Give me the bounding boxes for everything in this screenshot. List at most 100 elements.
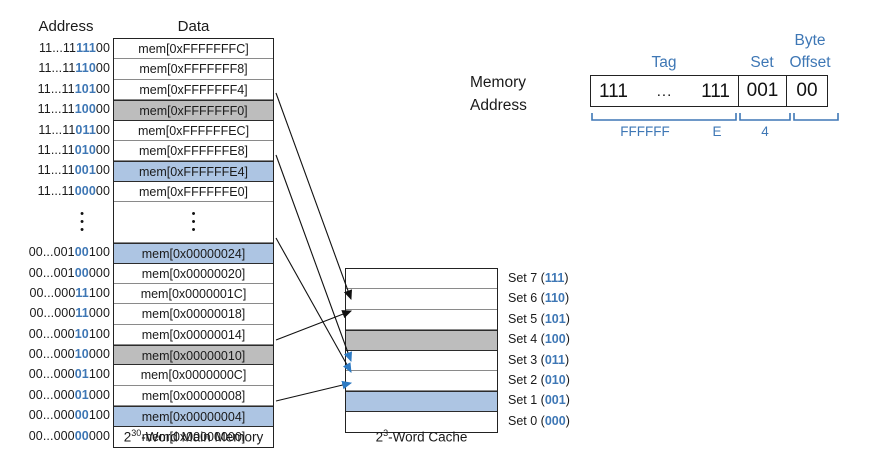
cache-set-label: Set 2 (010) <box>508 370 570 390</box>
set-field-value: 001 <box>739 76 787 106</box>
addr-suffix-bits: 00 <box>95 122 110 137</box>
cache-set-label-close: ) <box>564 271 569 285</box>
addr-prefix-bits: 11...11 <box>39 41 77 55</box>
cache-set-label-bits: 111 <box>544 271 565 285</box>
addr-set-bits: 000 <box>74 183 96 198</box>
cache-set-label-bits: 001 <box>544 393 566 408</box>
memory-address-bits: 11...1111000 <box>22 58 110 78</box>
addr-suffix-bits: 00 <box>95 183 110 198</box>
cache-caption-exponent: 3 <box>383 428 389 438</box>
addr-prefix-bits: 00...000 <box>28 408 75 423</box>
memory-cell: mem[0xFFFFFFF0] <box>114 100 273 121</box>
memory-address-bits: 11...1111100 <box>22 38 110 58</box>
address-field-box: 111 ... 111 001 00 <box>590 75 828 107</box>
memory-address-bits: 00...00010100 <box>22 324 110 344</box>
memory-cell: mem[0xFFFFFFE0] <box>114 181 273 203</box>
tag-field-right-bits: 111 <box>701 80 730 102</box>
cache-caption: 23-Word Cache <box>345 428 498 445</box>
addr-suffix-bits: 00 <box>95 163 110 178</box>
tag-bracket-label: FFFFFF <box>620 124 670 139</box>
main-memory-caption-exponent: 30 <box>131 428 142 438</box>
addr-prefix-bits: 11...11 <box>37 163 75 178</box>
addr-suffix-bits: 100 <box>88 245 110 260</box>
cache-line <box>346 370 497 392</box>
tag-field: 111 ... 111 <box>591 76 739 106</box>
addr-set-bits: 001 <box>74 163 96 178</box>
addr-prefix-bits: 11...11 <box>37 142 75 157</box>
memory-address-label-line2: Address <box>470 97 527 114</box>
memory-row-ellipsis: ••• <box>114 202 273 244</box>
memory-address-bits: 00...00001100 <box>22 364 110 384</box>
addr-prefix-bits: 00...000 <box>28 326 75 341</box>
byte-offset-field-value: 00 <box>796 80 818 101</box>
addr-set-bits: 00 <box>74 428 89 443</box>
addr-prefix-bits: 00...001 <box>28 265 75 280</box>
addr-set-bits: 11 <box>75 285 89 300</box>
cache-line <box>346 330 497 351</box>
cache-set-labels: Set 7 (111)Set 6 (110)Set 5 (101)Set 4 (… <box>508 268 570 431</box>
memory-address-bits: 00...00001000 <box>22 385 110 405</box>
arrow-mem-FFFFFFF0-to-set4 <box>275 92 353 301</box>
cache-line <box>346 269 497 290</box>
addr-suffix-bits: 000 <box>88 306 110 321</box>
cache-caption-rest: -Word Cache <box>388 429 468 445</box>
cache-line <box>346 289 497 310</box>
memory-address-bits: 11...1101100 <box>22 120 110 140</box>
addr-suffix-bits: 00 <box>95 41 110 55</box>
tag-field-ellipsis: ... <box>656 82 673 100</box>
memory-cell: mem[0x00000018] <box>114 304 273 325</box>
memory-address-bits: 11...1101000 <box>22 140 110 160</box>
tag-field-title: Tag <box>651 54 677 71</box>
addr-set-bits: 111 <box>76 41 96 55</box>
cache-set-label-close: ) <box>565 393 570 408</box>
addr-suffix-bits: 00 <box>95 102 110 117</box>
memory-address-bits: 11...1100000 <box>22 181 110 201</box>
main-memory-caption: 230-Word Main Memory <box>113 428 274 445</box>
addr-set-bits: 00 <box>74 408 89 423</box>
memory-cell: mem[0xFFFFFFE4] <box>114 161 273 182</box>
addr-set-bits: 101 <box>74 81 96 96</box>
addr-suffix-bits: 100 <box>88 408 110 423</box>
memory-cell: mem[0xFFFFFFF4] <box>114 79 273 101</box>
addr-suffix-bits: 000 <box>88 265 110 280</box>
memory-cell: mem[0xFFFFFFF8] <box>114 59 273 80</box>
addr-set-bits: 00 <box>74 265 89 280</box>
addr-suffix-bits: 00 <box>95 81 110 96</box>
cache-set-label-text: Set 3 ( <box>508 352 545 367</box>
memory-cell: mem[0xFFFFFFEC] <box>114 120 273 141</box>
cache-set-label-text: Set 7 ( <box>508 271 545 285</box>
addr-set-bits: 100 <box>74 102 96 117</box>
cache-set-label-close: ) <box>565 413 570 428</box>
addr-prefix-bits: 11...11 <box>37 81 75 96</box>
addr-prefix-bits: 11...11 <box>37 183 75 198</box>
memory-address-field-diagram: Memory Address Tag Set Byte Offset 111 .… <box>470 18 875 148</box>
cache-set-label: Set 5 (101) <box>508 309 570 329</box>
addr-prefix-bits: 11...11 <box>37 102 75 117</box>
byte-offset-field-title-line2: Offset <box>789 54 831 71</box>
memory-address-bits: 11...1110100 <box>22 79 110 99</box>
addr-prefix-bits: 00...000 <box>28 387 75 402</box>
cache-set-label: Set 3 (011) <box>508 350 570 370</box>
cache-set-label-close: ) <box>565 372 570 387</box>
memory-cell: mem[0x00000010] <box>114 345 273 366</box>
addr-prefix-bits: 00...001 <box>28 245 75 260</box>
arrow-mem-00000004-to-set1 <box>275 380 353 402</box>
cache-line <box>346 411 497 433</box>
addr-set-bits: 00 <box>74 245 89 260</box>
memory-address-bits: 00...00011000 <box>22 303 110 323</box>
memory-address-bits: 00...00011100 <box>22 283 110 303</box>
tag-field-left-bits: 111 <box>599 80 628 102</box>
memory-address-label-line1: Memory <box>470 74 526 91</box>
memory-cell: mem[0x0000000C] <box>114 365 273 386</box>
addr-suffix-bits: 000 <box>88 387 110 402</box>
memory-cell: mem[0x00000004] <box>114 406 273 427</box>
data-column-header: Data <box>177 18 210 35</box>
address-column-header: Address <box>38 18 94 35</box>
addr-prefix-bits: 11...11 <box>38 61 76 76</box>
memory-address-bits: 00...00000000 <box>22 426 110 446</box>
set-field-title: Set <box>750 54 774 71</box>
arrow-mem-FFFFFFE4-to-set1 <box>275 154 353 363</box>
addr-set-bits: 011 <box>75 122 96 137</box>
addr-set-bits: 01 <box>74 367 89 382</box>
arrow-mem-00000010-to-set4 <box>275 310 353 341</box>
